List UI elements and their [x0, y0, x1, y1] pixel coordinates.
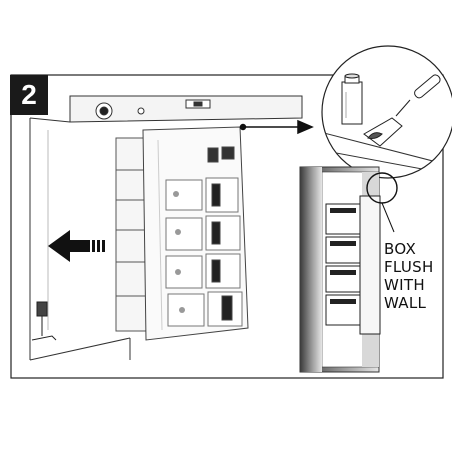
mounting-box	[115, 137, 147, 332]
wall-outlet-icon	[31, 301, 57, 341]
callout-line: WITH	[384, 276, 425, 294]
callout-line: FLUSH	[384, 258, 434, 276]
detail-circle	[321, 45, 452, 179]
frame	[10, 74, 444, 379]
spirit-level-icon	[69, 95, 303, 123]
arrow-right-icon	[239, 119, 314, 135]
room-wall	[29, 117, 131, 361]
arrow-left-icon	[48, 230, 105, 262]
flush-detail	[299, 166, 398, 373]
step-number: 2	[10, 75, 48, 115]
callout-line: BOX	[384, 240, 417, 258]
callout-label: BOX FLUSH WITH WALL	[384, 240, 444, 312]
wall-panel	[142, 126, 249, 341]
caulk-tube-icon	[341, 73, 363, 125]
callout-line: WALL	[384, 294, 427, 312]
trowel-icon	[363, 74, 441, 147]
